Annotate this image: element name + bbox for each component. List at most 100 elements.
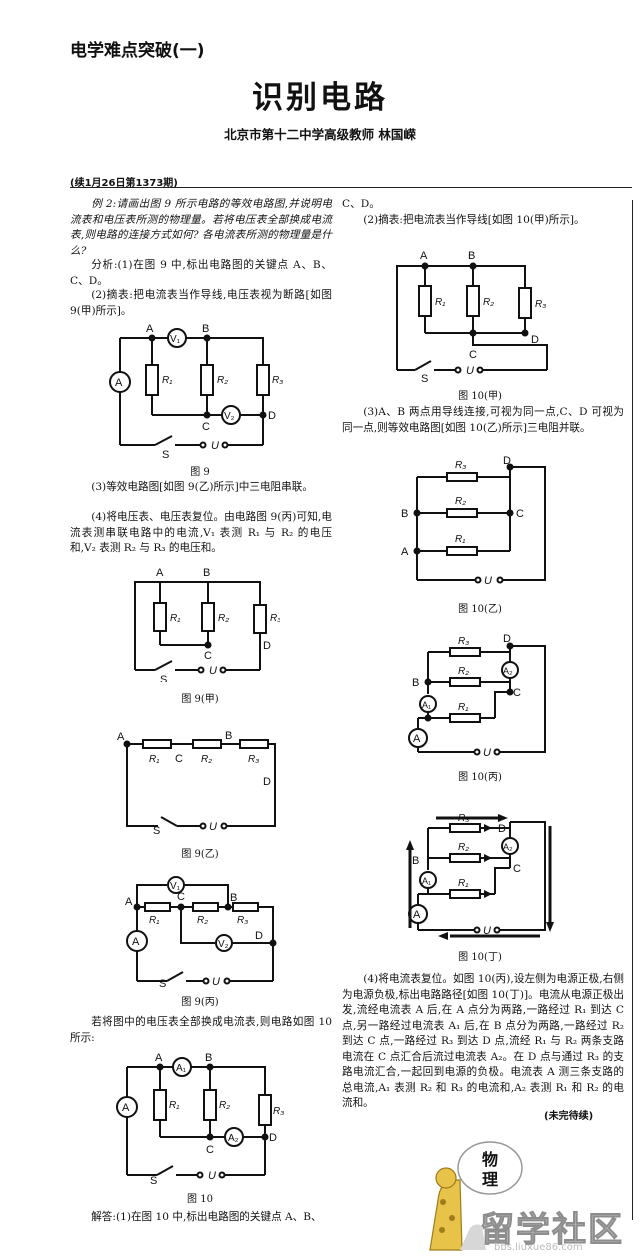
fig9-label-u: U <box>211 440 219 452</box>
fig10c-r1: R₁ <box>458 702 468 713</box>
fig10d-r1: R₁ <box>458 878 468 889</box>
left-paragraph-5: (4)将电压表、电压表复位。由电路图 9(丙)可知,电流表测串联电路中的电流,V… <box>70 511 332 554</box>
fig9c-r1: R₁ <box>149 915 159 926</box>
fig10-r2: R₂ <box>219 1100 230 1111</box>
fig10b-r2: R₂ <box>455 496 466 507</box>
fig10b-label-a: A <box>401 546 409 558</box>
fig10d-r2: R₂ <box>458 842 469 853</box>
figure-10b-circuit: B A C D U R₃ R₂ R₁ <box>401 455 546 587</box>
figure-10d-circuit: A₂ A₁ A B C D U R₃ R₂ R₁ <box>406 813 554 940</box>
fig9-r3: R₃ <box>272 375 283 386</box>
fig9b-label-a: A <box>117 731 125 743</box>
fig10c-ammeter-label: A <box>413 733 421 745</box>
left-paragraph-2: 分析:(1)在图 9 中,标出电路图的关键点 A、B、C、D。 <box>70 259 332 287</box>
fig10c-label-d: D <box>503 633 511 645</box>
figure-9-circuit: V₁ V₂ A A B C D S U R₁ R₂ R₃ <box>109 323 283 460</box>
fig9b-label-u: U <box>209 821 217 833</box>
fig10b-label-d: D <box>503 455 511 467</box>
fig9c-label-s: S <box>159 978 166 988</box>
logo-subject-1: 物 <box>481 1150 498 1169</box>
fig10b-label-c: C <box>516 508 524 520</box>
fig9b-label-b: B <box>225 730 232 742</box>
fig10d-label-b: B <box>412 855 419 867</box>
caption-fig10b: 图 10(乙) <box>458 604 502 615</box>
left-paragraph-6: 若将图中的电压表全部换成电流表,则电路如图 10 所示: <box>70 1016 332 1044</box>
to-be-continued: (未完待续) <box>544 1111 594 1122</box>
fig10-ammeter-label: A <box>122 1102 130 1114</box>
fig9b-label-d: D <box>263 776 271 788</box>
fig9c-label-a: A <box>125 896 133 908</box>
fig10d-r3: R₃ <box>458 813 469 824</box>
fig10d-label-d: D <box>498 823 506 835</box>
fig9-ammeter-label: A <box>115 377 123 389</box>
caption-fig10a: 图 10(甲) <box>458 391 502 402</box>
fig10a-r3: R₃ <box>535 299 546 310</box>
fig9-label-c: C <box>202 421 210 433</box>
fig10a-label-s: S <box>421 373 428 383</box>
fig9c-label-b: B <box>230 892 237 904</box>
logo-brand: 留学社区 <box>480 1210 624 1251</box>
fig9-label-s: S <box>162 449 169 460</box>
figure-9b-circuit: A C B D S U R₁ R₂ R₃ <box>117 730 276 835</box>
fig10c-a1-label: A₁ <box>422 700 431 710</box>
right-paragraph-0: C、D。 <box>342 198 380 210</box>
fig9b-r1: R₁ <box>149 754 159 765</box>
fig10b-label-u: U <box>484 575 492 587</box>
fig9-r1: R₁ <box>162 375 172 386</box>
fig10-r3: R₃ <box>273 1106 284 1117</box>
fig10-label-c: C <box>206 1144 214 1156</box>
fig9a-label-a: A <box>156 567 164 579</box>
figure-9c-circuit: V₁ V₂ A A C B D S U R₁ R₂ R₃ <box>125 876 277 988</box>
caption-fig10c: 图 10(丙) <box>458 772 502 783</box>
caption-fig9b: 图 9(乙) <box>181 849 219 860</box>
fig9a-label-s: S <box>160 674 167 682</box>
logo-url: bbs.liuxue86.com <box>494 1242 583 1253</box>
right-paragraph-2: (3)A、B 两点用导线连接,可视为同一点,C、D 可视为同一点,则等效电路图[… <box>342 406 624 434</box>
caption-fig10d: 图 10(丁) <box>458 952 502 963</box>
fig10a-label-b: B <box>468 250 475 262</box>
right-paragraph-3: (4)将电流表复位。如图 10(丙),设左侧为电源正极,右侧为电源负极,标出电路… <box>342 973 624 1109</box>
fig9a-r1: R₁ <box>170 613 180 624</box>
fig9-label-a: A <box>146 323 154 335</box>
fig10-label-d: D <box>269 1132 277 1144</box>
fig9a-label-c: C <box>204 650 212 662</box>
left-paragraph-1: 例 2:请画出图 9 所示电路的等效电路图,并说明电流表和电压表所测的物理量。若… <box>70 198 332 257</box>
fig10a-label-d: D <box>531 334 539 346</box>
fig9c-label-u: U <box>212 976 220 988</box>
series-title: 电学难点突破(一) <box>70 41 205 61</box>
fig9b-label-c: C <box>175 753 183 765</box>
fig10-label-u: U <box>208 1170 216 1182</box>
column-rule <box>632 200 633 1220</box>
fig9c-r3: R₃ <box>237 915 248 926</box>
header-rule <box>70 187 632 188</box>
giraffe-mascot-icon <box>429 1141 523 1251</box>
fig10a-r1: R₁ <box>435 297 445 308</box>
fig10c-r2: R₂ <box>458 666 469 677</box>
fig10d-ammeter-label: A <box>413 909 421 921</box>
fig10b-r1: R₁ <box>455 534 465 545</box>
fig9c-v2-label: V₂ <box>218 939 229 950</box>
fig10c-label-c: C <box>513 687 521 699</box>
fig10c-r3: R₃ <box>458 636 469 647</box>
fig10a-label-c: C <box>469 349 477 361</box>
fig9a-label-d: D <box>263 640 271 652</box>
fig9b-r3: R₃ <box>248 754 259 765</box>
figure-9a-circuit: A B C D S U R₁ R₂ R₃ <box>134 567 280 682</box>
fig9-r2: R₂ <box>217 375 228 386</box>
left-paragraph-3: (2)摘表:把电流表当作导线,电压表视为断路[如图 9(甲)所示]。 <box>70 289 332 317</box>
fig9b-r2: R₂ <box>201 754 212 765</box>
fig9c-ammeter-label: A <box>132 936 140 948</box>
fig9c-label-c: C <box>177 891 185 903</box>
caption-fig9a: 图 9(甲) <box>181 694 219 705</box>
figure-10-circuit: A₁ A₂ A A B C D S U R₁ R₂ R₃ <box>116 1052 284 1185</box>
fig9c-r2: R₂ <box>197 915 208 926</box>
fig9c-label-d: D <box>255 930 263 942</box>
fig10-a2-label: A₂ <box>228 1133 239 1144</box>
left-paragraph-4: (3)等效电路图[如图 9(乙)所示]中三电阻串联。 <box>91 481 313 493</box>
fig10-label-b: B <box>205 1052 212 1064</box>
caption-fig10: 图 10 <box>187 1194 213 1205</box>
fig10d-label-c: C <box>513 863 521 875</box>
fig10a-label-a: A <box>420 250 428 262</box>
left-paragraph-7: 解答:(1)在图 10 中,标出电路图的关键点 A、B、 <box>91 1211 322 1223</box>
fig9b-label-s: S <box>153 825 160 835</box>
